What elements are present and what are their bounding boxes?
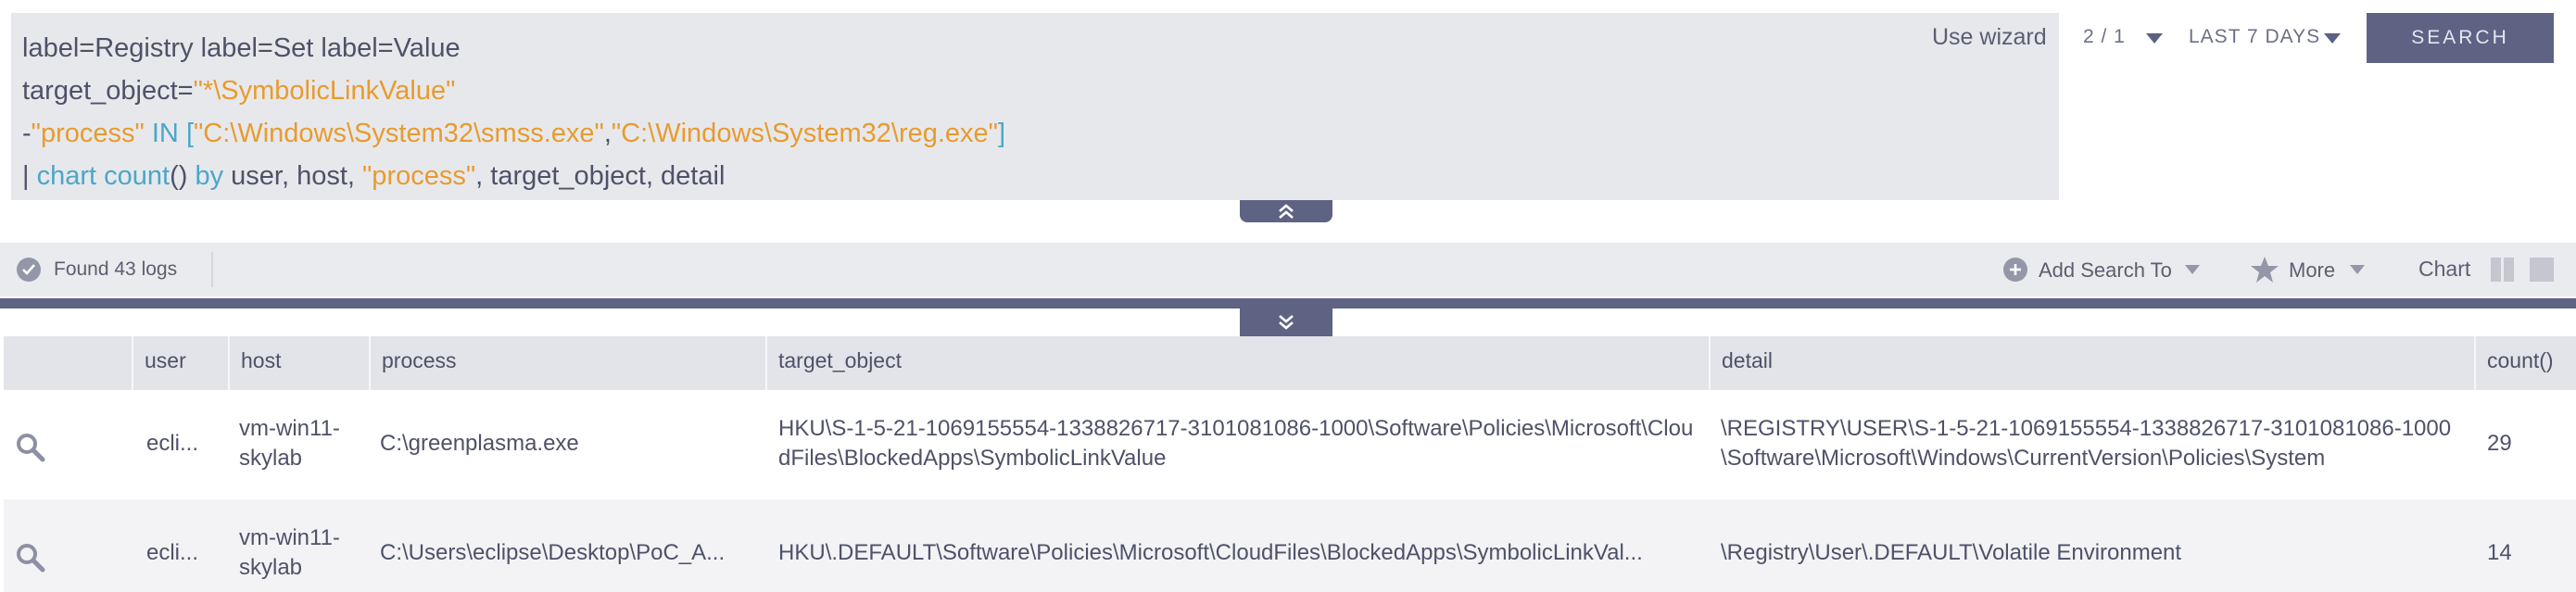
split-vertical-icon[interactable]: [2491, 258, 2515, 282]
more-label: More: [2289, 258, 2336, 282]
query-text: , target_object, detail: [475, 161, 726, 191]
column-separator: [369, 336, 371, 390]
column-header-user[interactable]: user: [145, 348, 186, 372]
magnifier-icon[interactable]: [15, 432, 46, 463]
query-line-2: target_object="*\SymbolicLinkValue": [22, 70, 455, 111]
check-circle-icon: [17, 258, 41, 282]
query-string: "process": [362, 161, 476, 191]
time-range-select[interactable]: LAST 7 DAYS: [2189, 26, 2321, 47]
plus-circle-icon: [2003, 258, 2027, 282]
query-string: "C:\Windows\System32\reg.exe": [611, 119, 998, 148]
chart-toggle-label[interactable]: Chart: [2418, 257, 2471, 281]
found-count: Found 43 logs: [54, 258, 178, 280]
column-separator: [132, 336, 133, 390]
table-row[interactable]: ecli... vm-win11-skylab C:\Users\eclipse…: [4, 499, 2576, 592]
query-line-3: -"process" IN ["C:\Windows\System32\smss…: [22, 113, 1005, 154]
chevron-down-icon: [2350, 265, 2365, 274]
cell-target-object: HKU\.DEFAULT\Software\Policies\Microsoft…: [778, 540, 1643, 565]
query-line-1: label=Registry label=Set label=Value: [22, 28, 461, 69]
query-text: ,: [603, 119, 612, 148]
cell-host: vm-win11-skylab: [239, 525, 340, 580]
page-dropdown-icon[interactable]: [2146, 33, 2163, 44]
column-separator: [228, 336, 230, 390]
query-bracket: ]: [997, 119, 1006, 148]
query-text: target_object=: [22, 76, 194, 106]
chevron-double-up-icon: [1279, 204, 1294, 219]
query-line-4: | chart count() by user, host, "process"…: [22, 156, 725, 196]
cell-target-object: HKU\S-1-5-21-1069155554-1338826717-31010…: [778, 416, 1694, 471]
cell-process: C:\Users\eclipse\Desktop\PoC_A...: [380, 540, 726, 565]
cell-user: ecli...: [146, 431, 199, 456]
query-text: (): [170, 161, 196, 191]
query-text: |: [22, 161, 37, 191]
query-string: "C:\Windows\System32\smss.exe": [194, 119, 604, 148]
column-header-process[interactable]: process: [382, 348, 457, 372]
use-wizard-link[interactable]: Use wizard: [1932, 24, 2047, 50]
query-area: label=Registry label=Set label=Value tar…: [0, 0, 2576, 222]
column-header-host[interactable]: host: [241, 348, 282, 372]
cell-host: vm-win11-skylab: [239, 416, 340, 471]
query-string: "process": [31, 119, 145, 148]
page-indicator: 2 / 1: [2083, 26, 2126, 47]
table-header: user host process target_object detail c…: [4, 336, 2576, 390]
query-editor[interactable]: label=Registry label=Set label=Value tar…: [11, 13, 2059, 200]
column-separator: [2474, 336, 2476, 390]
cell-count: 14: [2487, 540, 2512, 565]
split-horizontal-icon[interactable]: [2530, 258, 2554, 282]
column-header-detail[interactable]: detail: [1722, 348, 1773, 372]
query-keyword: by: [195, 161, 224, 191]
query-keyword: IN: [144, 119, 186, 148]
search-button[interactable]: SEARCH: [2367, 13, 2554, 63]
cell-count: 29: [2487, 431, 2512, 456]
cell-user: ecli...: [146, 540, 199, 565]
query-text: user, host,: [223, 161, 363, 191]
query-text: label=Registry label=Set label=Value: [22, 33, 461, 63]
expand-results-button[interactable]: [1240, 309, 1332, 336]
add-search-to-label: Add Search To: [2039, 258, 2172, 282]
chevron-double-down-icon: [1279, 315, 1294, 330]
column-header-count[interactable]: count(): [2487, 348, 2554, 372]
cell-detail: \Registry\User\.DEFAULT\Volatile Environ…: [1721, 540, 2182, 565]
star-icon: [2251, 257, 2279, 283]
cell-detail: \REGISTRY\USER\S-1-5-21-1069155554-13388…: [1721, 416, 2452, 471]
table-row[interactable]: ecli... vm-win11-skylab C:\greenplasma.e…: [4, 390, 2576, 499]
cell-process: C:\greenplasma.exe: [380, 431, 579, 456]
divider: [211, 252, 213, 287]
panel-divider[interactable]: [0, 298, 2576, 309]
collapse-query-button[interactable]: [1240, 200, 1332, 222]
results-status-bar: Found 43 logs Add Search To More Chart: [0, 243, 2576, 296]
magnifier-icon[interactable]: [15, 542, 46, 573]
query-string: "*\SymbolicLinkValue": [193, 76, 456, 106]
column-header-target-object[interactable]: target_object: [778, 348, 902, 372]
column-separator: [1709, 336, 1711, 390]
time-range-caret-icon[interactable]: [2324, 33, 2341, 44]
query-bracket: [: [185, 119, 194, 148]
column-separator: [765, 336, 767, 390]
query-text: -: [22, 119, 32, 148]
query-keyword: chart count: [36, 161, 170, 191]
chevron-down-icon: [2185, 265, 2200, 274]
